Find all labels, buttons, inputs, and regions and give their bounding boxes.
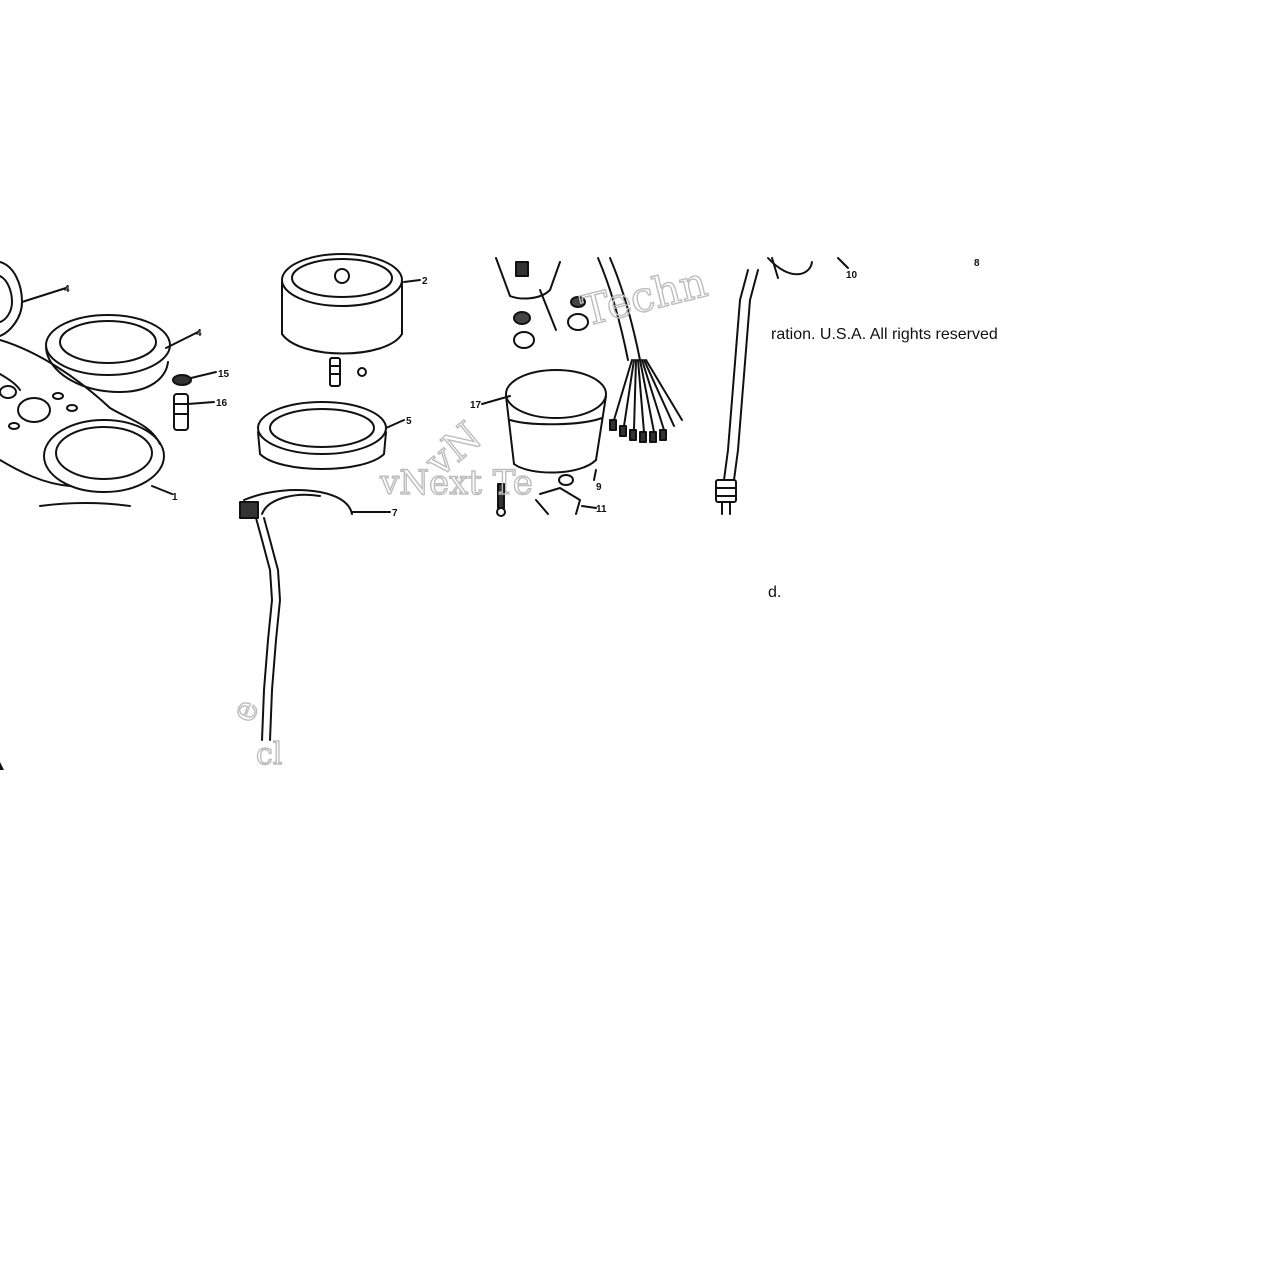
- part-9-cup-housing: [481, 369, 607, 481]
- callout-1: 1: [172, 492, 178, 503]
- copyright-notice-fragment: d.: [768, 584, 782, 601]
- watermark-text-2: Techn: [577, 257, 712, 335]
- callout-16: 16: [216, 398, 228, 409]
- callout-5: 5: [406, 416, 412, 427]
- callout-2: 2: [422, 276, 428, 287]
- wire-bundle: [609, 359, 683, 443]
- part-small-fasteners: [496, 483, 506, 517]
- part-4-left-ring: [0, 261, 67, 337]
- part-5-ring: [257, 401, 405, 470]
- edge-mark: [0, 762, 4, 770]
- callout-4-left: 4: [64, 284, 70, 295]
- callout-7: 7: [392, 508, 398, 519]
- watermark-text-1: vNext Te: [379, 463, 533, 503]
- copyright-notice: ration. U.S.A. All rights reserved: [771, 326, 998, 343]
- callout-11: 11: [596, 504, 607, 515]
- part-15-knob: [172, 371, 217, 386]
- watermark-text-5: cl: [256, 737, 282, 772]
- callout-17: 17: [470, 400, 482, 411]
- callout-15: 15: [218, 369, 230, 380]
- part-4-bezel-ring: [45, 314, 199, 393]
- part-socket-cluster: [495, 257, 641, 361]
- watermark-text-4: e: [223, 694, 267, 727]
- speedometer-cable-right: [715, 269, 759, 515]
- callout-9: 9: [596, 482, 602, 493]
- part-7-socket: [239, 489, 391, 519]
- callout-8: 8: [974, 258, 980, 269]
- callout-10: 10: [846, 270, 858, 281]
- speedometer-cable-left: [255, 517, 281, 741]
- part-11-bracket: [535, 474, 597, 515]
- part-2-gauge: [281, 253, 421, 387]
- callout-4-bezel: 4: [196, 328, 202, 339]
- part-1-instrument-housing: [0, 339, 173, 507]
- part-16-bolt: [173, 393, 215, 431]
- part-10-fitting: [767, 257, 849, 279]
